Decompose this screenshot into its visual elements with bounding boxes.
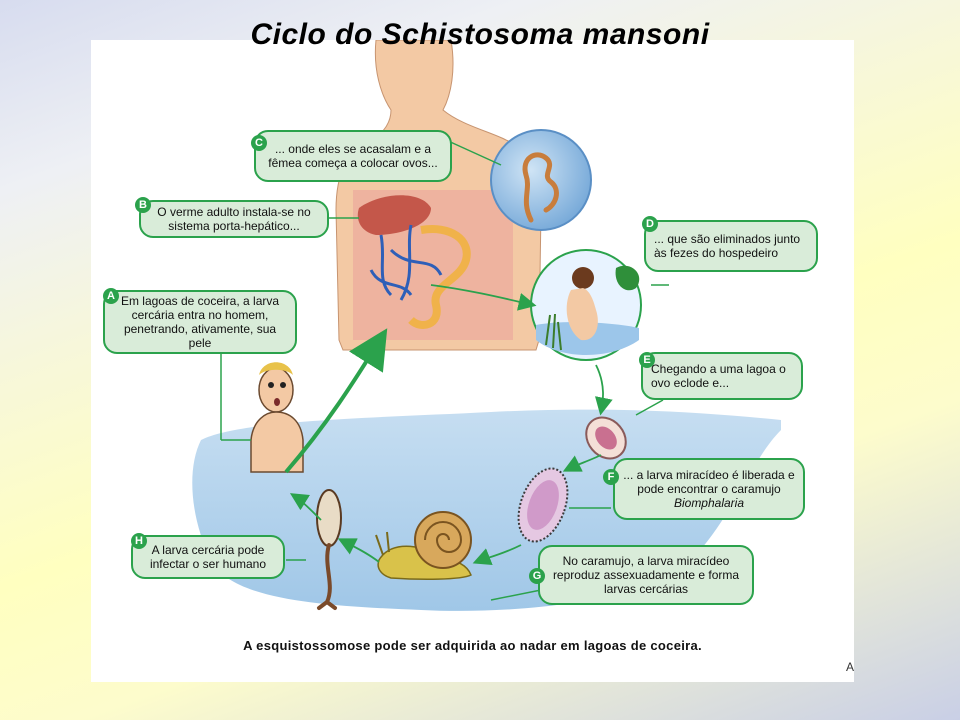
cercaria xyxy=(316,489,342,610)
step-e-badge: E xyxy=(639,352,655,368)
step-e-text: Chegando a uma lagoa o ovo eclode e... xyxy=(651,362,786,390)
step-e-bubble: Chegando a uma lagoa o ovo eclode e... xyxy=(641,352,803,400)
step-d-badge: D xyxy=(642,216,658,232)
step-h-bubble: A larva cercária pode infectar o ser hum… xyxy=(131,535,285,579)
miracidium xyxy=(517,467,569,543)
step-b-badge: B xyxy=(135,197,151,213)
step-h-text: A larva cercária pode infectar o ser hum… xyxy=(149,543,267,571)
step-g-bubble: No caramujo, a larva miracídeo reproduz … xyxy=(538,545,754,605)
slide-title: Ciclo do Schistosoma mansoni xyxy=(250,18,710,51)
egg xyxy=(585,416,627,460)
image-credit: A xyxy=(846,660,855,674)
step-f-genus: Biomphalaria xyxy=(673,496,745,510)
infection-arrow xyxy=(284,328,388,474)
step-a-badge: A xyxy=(103,288,119,304)
swimming-person xyxy=(250,362,304,473)
step-h-badge: H xyxy=(131,533,147,549)
adult-worms xyxy=(522,152,559,223)
diagram-panel: A Em lagoas de coceira, a larva cercária… xyxy=(91,40,854,682)
step-a-bubble: Em lagoas de coceira, a larva cercária e… xyxy=(103,290,297,354)
step-d-bubble: ... que são eliminados junto às fezes do… xyxy=(644,220,818,272)
step-b-text: O verme adulto instala-se no sistema por… xyxy=(157,205,311,233)
step-g-badge: G xyxy=(529,568,545,584)
step-d-text: ... que são eliminados junto às fezes do… xyxy=(654,232,801,260)
step-f-text: ... a larva miracídeo é liberada e pode … xyxy=(623,468,795,510)
step-c-text: ... onde eles se acasalam e a fêmea come… xyxy=(268,142,438,170)
step-f-badge: F xyxy=(603,469,619,485)
human-torso xyxy=(335,40,542,351)
step-c-badge: C xyxy=(251,135,267,151)
worms-zoom-circle xyxy=(490,129,592,231)
step-c-bubble: ... onde eles se acasalam e a fêmea come… xyxy=(254,130,452,182)
step-g-text: No caramujo, a larva miracídeo reproduz … xyxy=(552,554,740,596)
snail xyxy=(375,511,472,580)
step-a-text: Em lagoas de coceira, a larva cercária e… xyxy=(120,294,280,350)
figure-caption: A esquistossomose pode ser adquirida ao … xyxy=(243,638,702,653)
step-f-bubble: ... a larva miracídeo é liberada e pode … xyxy=(613,458,805,520)
step-b-bubble: O verme adulto instala-se no sistema por… xyxy=(139,200,329,238)
